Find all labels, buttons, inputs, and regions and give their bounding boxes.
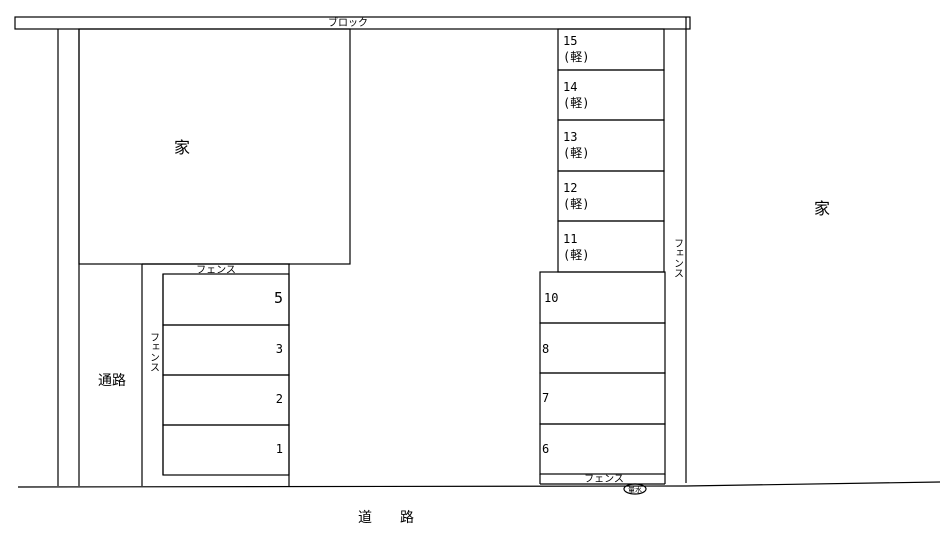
water-meter-icon [623, 483, 647, 495]
parking-space [539, 271, 666, 324]
space-number: 6 [542, 442, 549, 456]
space-number: 1 [276, 442, 283, 456]
parking-space [162, 273, 290, 326]
parking-space [557, 69, 665, 121]
space-number: 11 [563, 232, 577, 246]
space-note: (軽) [563, 248, 589, 262]
parking-space [539, 423, 666, 475]
fence-left-label: フェンス [148, 332, 159, 372]
parking-space [162, 424, 290, 476]
parking-space [557, 170, 665, 222]
space-number: 5 [274, 289, 283, 307]
space-number: 12 [563, 181, 577, 195]
road-label: 道 路 [358, 510, 414, 526]
space-note: (軽) [563, 146, 589, 160]
parking-space [539, 322, 666, 374]
space-note: (軽) [563, 96, 589, 110]
house-left-label: 家 [174, 138, 190, 157]
space-note: (軽) [563, 50, 589, 64]
passage-label: 通路 [98, 373, 126, 389]
road-edge-left [17, 485, 687, 488]
house-left [78, 28, 351, 265]
block-wall [14, 16, 691, 30]
house-right-label: 家 [814, 199, 830, 218]
parking-space [162, 324, 290, 376]
space-number: 7 [542, 391, 549, 405]
road-edge-right [685, 481, 941, 487]
space-note: (軽) [563, 197, 589, 211]
space-number: 15 [563, 34, 577, 48]
parking-space [162, 374, 290, 426]
space-number: 14 [563, 80, 577, 94]
fence-right-label: フェンス [672, 238, 683, 278]
space-number: 3 [276, 342, 283, 356]
parking-space [557, 220, 665, 273]
space-number: 13 [563, 130, 577, 144]
fence-bottom-label: フェンス [584, 474, 624, 485]
space-number: 2 [276, 392, 283, 406]
parking-space [539, 372, 666, 425]
space-number: 10 [544, 291, 558, 305]
fence-top-label: フェンス [196, 265, 236, 276]
water-meter-label: 量水 [628, 485, 642, 494]
space-number: 8 [542, 342, 549, 356]
block-wall-label: ブロック [328, 16, 368, 29]
